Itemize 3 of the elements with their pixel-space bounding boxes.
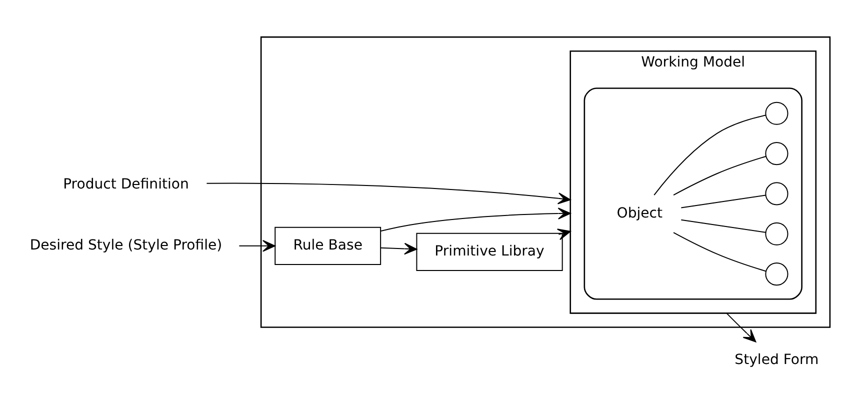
node-text: Desired Style (Style Profile)	[30, 237, 222, 254]
node-text: Product Definition	[63, 176, 189, 192]
node-text: Styled Form	[734, 352, 819, 368]
